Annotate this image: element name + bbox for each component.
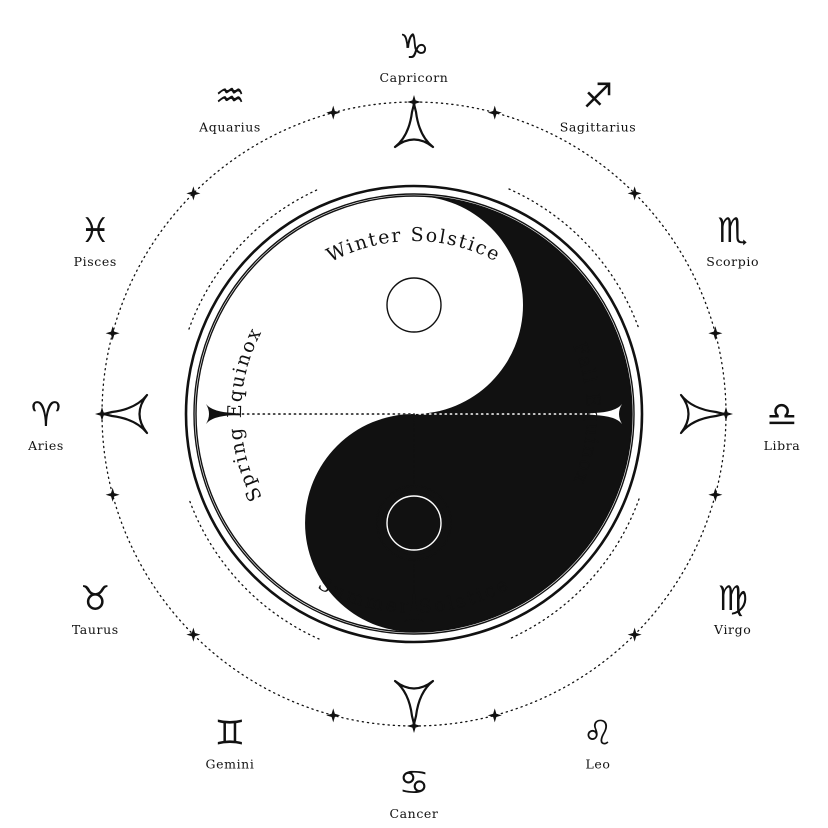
cardinal-pointer xyxy=(679,393,726,435)
cardinal-pointer xyxy=(102,393,149,435)
sign-label: Aries xyxy=(27,438,64,453)
cardinal-pointer xyxy=(393,102,435,149)
ring-star-markers xyxy=(95,95,733,733)
inner-spike xyxy=(206,404,240,424)
cardinal-pointer xyxy=(393,679,435,726)
star-marker xyxy=(487,708,502,723)
gemini-icon: ♊ xyxy=(215,714,245,754)
sign-label: Gemini xyxy=(206,757,255,772)
sign-aries: ♈ Aries xyxy=(27,395,64,453)
season-ring xyxy=(188,188,640,640)
zodiac-signs: ♑ Capricorn ♐ Sagittarius ♏ Scorpio ♎ Libra ♍ Vir… xyxy=(27,27,800,821)
taurus-icon: ♉ xyxy=(80,579,110,619)
sign-label: Virgo xyxy=(713,622,751,637)
sign-taurus: ♉ Taurus xyxy=(72,579,119,637)
cardinal-star xyxy=(407,95,421,109)
star-marker xyxy=(105,487,120,502)
star-marker xyxy=(326,105,341,120)
libra-icon: ♎ xyxy=(767,395,797,435)
star-marker xyxy=(326,708,341,723)
inner-spike xyxy=(588,404,622,424)
sign-gemini: ♊ Gemini xyxy=(206,714,255,772)
star-marker xyxy=(627,627,642,642)
sign-virgo: ♍ Virgo xyxy=(713,579,751,637)
cardinal-star xyxy=(719,407,733,421)
pisces-icon: ♓ xyxy=(80,211,110,251)
virgo-icon: ♍ xyxy=(717,579,747,619)
leo-icon: ♌ xyxy=(583,714,613,754)
sign-leo: ♌ Leo xyxy=(583,714,613,772)
sign-sagittarius: ♐ Sagittarius xyxy=(560,76,637,134)
sign-aquarius: ♒ Aquarius xyxy=(198,76,261,134)
sign-capricorn: ♑ Capricorn xyxy=(380,27,449,85)
sign-scorpio: ♏ Scorpio xyxy=(706,211,759,269)
sign-label: Libra xyxy=(764,438,801,453)
cardinal-star xyxy=(407,719,421,733)
sign-label: Aquarius xyxy=(198,119,261,134)
star-marker xyxy=(708,487,723,502)
sign-label: Cancer xyxy=(389,806,438,821)
cardinal-pointers xyxy=(102,102,726,726)
sign-pisces: ♓ Pisces xyxy=(74,211,117,269)
sign-label: Pisces xyxy=(74,254,117,269)
star-marker xyxy=(186,627,201,642)
star-marker xyxy=(708,326,723,341)
inner-spike xyxy=(404,588,424,622)
sign-label: Capricorn xyxy=(380,70,449,85)
inner-spike xyxy=(404,206,424,240)
aries-icon: ♈ xyxy=(31,395,61,435)
cardinal-star xyxy=(95,407,109,421)
capricorn-icon: ♑ xyxy=(399,27,429,67)
scorpio-icon: ♏ xyxy=(717,211,747,251)
aquarius-icon: ♒ xyxy=(215,76,245,116)
sagittarius-icon: ♐ xyxy=(583,76,613,116)
sign-label: Scorpio xyxy=(706,254,759,269)
cancer-icon: ♋ xyxy=(399,763,429,803)
sign-label: Leo xyxy=(585,757,610,772)
sign-libra: ♎ Libra xyxy=(764,395,801,453)
star-marker xyxy=(105,326,120,341)
star-marker xyxy=(487,105,502,120)
star-marker xyxy=(627,186,642,201)
sign-cancer: ♋ Cancer xyxy=(389,763,438,821)
star-marker xyxy=(186,186,201,201)
sign-label: Sagittarius xyxy=(560,119,637,134)
sign-label: Taurus xyxy=(72,622,119,637)
yin-yang-icon xyxy=(184,184,644,644)
